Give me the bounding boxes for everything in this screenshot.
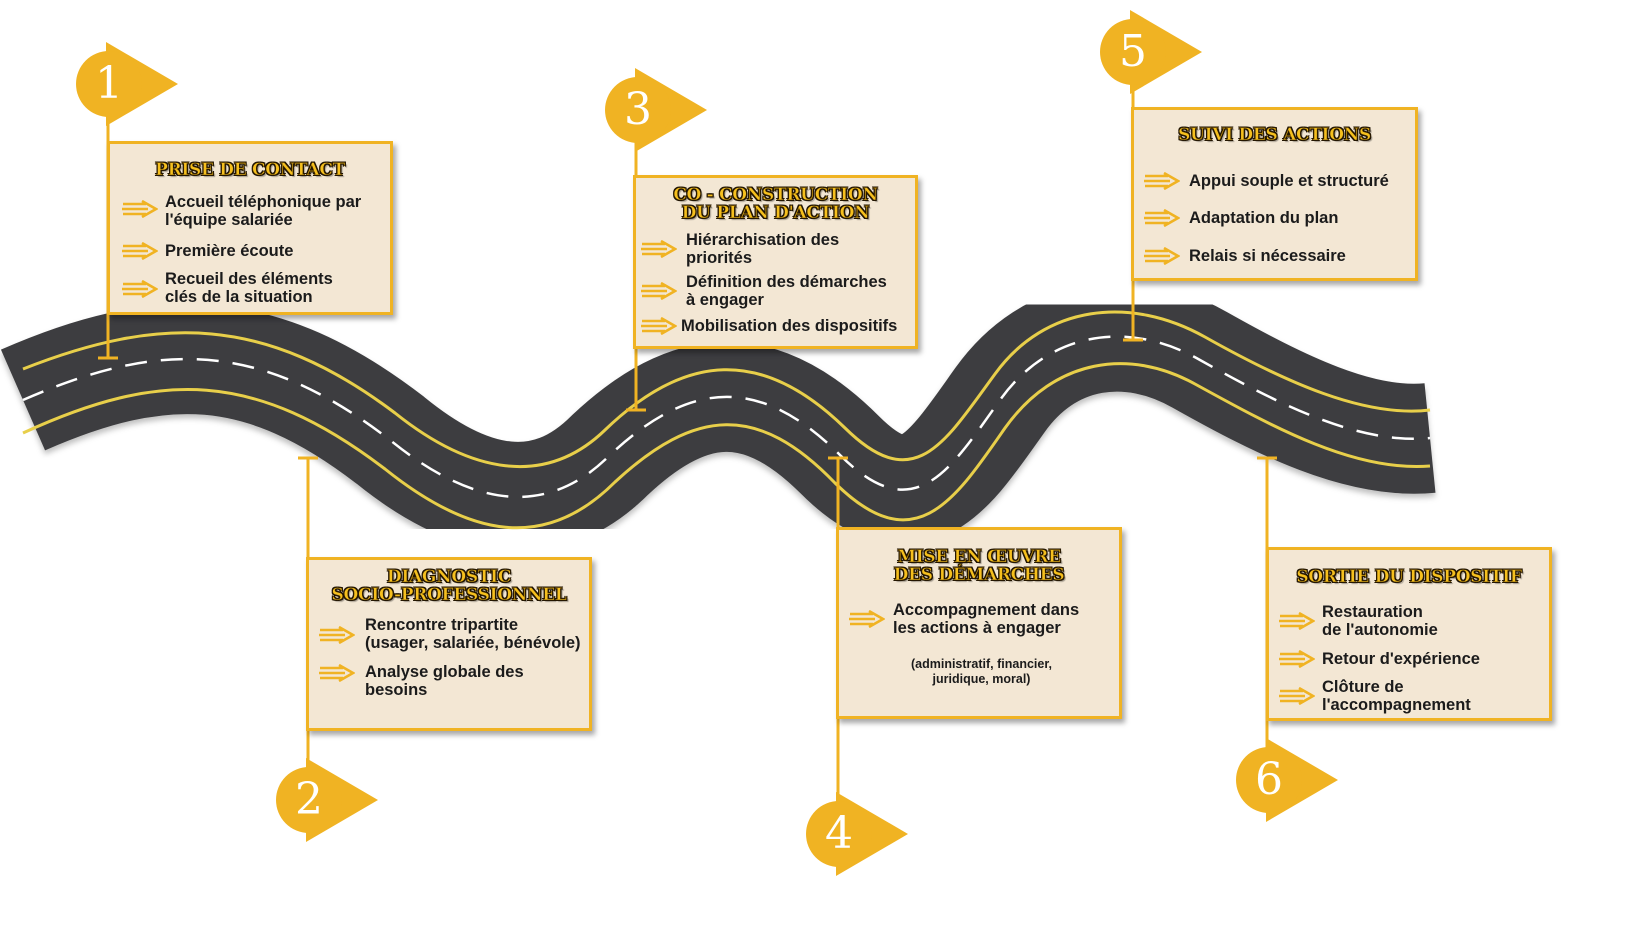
step-1-title: Prise de contact — [155, 160, 346, 180]
step-6-item-2: Retour d'expérience — [1322, 650, 1480, 668]
arrow-right-icon — [122, 200, 158, 218]
step-1-item-1: Accueil téléphonique par l'équipe salari… — [165, 193, 362, 229]
step-2-card: Diagnostic socio-professionnel Rencontre… — [306, 557, 592, 731]
flag-marker-icon — [76, 42, 178, 126]
road-edge-line-bottom — [22, 362, 1431, 530]
step-6-card: Sortie du dispositif Restauration de l'a… — [1266, 547, 1552, 721]
road-center-dashes — [22, 335, 1431, 498]
step-3-item-1: Hiérarchisation des priorités — [686, 231, 840, 267]
arrow-right-icon — [1279, 687, 1315, 705]
step-6-title: Sortie du dispositif — [1296, 567, 1522, 587]
flag-marker-icon — [605, 68, 707, 152]
flag-marker-icon — [276, 758, 378, 842]
step-2-item-1: Rencontre tripartite (usager, salariée, … — [365, 616, 581, 652]
arrow-right-icon — [641, 282, 677, 300]
step-5-number: 5 — [1119, 26, 1147, 77]
arrow-right-icon — [1279, 612, 1315, 630]
arrow-right-icon — [122, 242, 158, 260]
arrow-right-icon — [1144, 247, 1180, 265]
step-6-marker: 6 — [1236, 738, 1346, 838]
arrow-right-icon — [319, 664, 355, 682]
step-3-number: 3 — [624, 84, 652, 135]
step-4-marker: 4 — [806, 792, 916, 892]
step-5-title: Suivi des actions — [1178, 125, 1372, 145]
arrow-right-icon — [1279, 650, 1315, 668]
step-5-card: Suivi des actions Appui souple et struct… — [1131, 107, 1418, 281]
step-2-item-2: Analyse globale des besoins — [365, 663, 524, 699]
step-2-title: Diagnostic socio-professionnel — [331, 567, 567, 605]
step-1-number: 1 — [95, 58, 123, 109]
step-3-title: Co - construction du plan d'action — [673, 185, 878, 223]
step-5-item-3: Relais si nécessaire — [1189, 247, 1346, 265]
arrow-right-icon — [849, 610, 885, 628]
step-5-item-1: Appui souple et structuré — [1189, 172, 1389, 190]
step-6-item-1: Restauration de l'autonomie — [1322, 603, 1438, 639]
step-1-card: Prise de contact Accueil téléphonique pa… — [107, 141, 393, 315]
arrow-right-icon — [641, 317, 677, 335]
arrow-right-icon — [122, 280, 158, 298]
arrow-right-icon — [319, 626, 355, 644]
step-1-marker: 1 — [76, 42, 186, 142]
step-3-card: Co - construction du plan d'action Hiéra… — [633, 175, 918, 349]
step-1-item-2: Première écoute — [165, 242, 294, 260]
road-edge-line-top — [22, 310, 1431, 469]
step-4-title: Mise en œuvre des démarches — [893, 547, 1065, 585]
step-5-item-2: Adaptation du plan — [1189, 209, 1339, 227]
step-1-item-3: Recueil des éléments clés de la situatio… — [165, 270, 333, 306]
step-2-marker: 2 — [276, 758, 386, 858]
step-2-number: 2 — [295, 774, 323, 825]
flag-marker-icon — [1236, 738, 1338, 822]
arrow-right-icon — [641, 240, 677, 258]
flag-marker-icon — [806, 792, 908, 876]
road-surface — [0, 281, 1436, 552]
step-3-marker: 3 — [605, 68, 715, 168]
step-6-number: 6 — [1255, 754, 1283, 805]
arrow-right-icon — [1144, 172, 1180, 190]
step-5-marker: 5 — [1100, 10, 1210, 110]
flag-marker-icon — [1100, 10, 1202, 94]
step-4-number: 4 — [825, 808, 853, 859]
step-4-card: Mise en œuvre des démarches Accompagneme… — [836, 527, 1122, 719]
step-3-item-3: Mobilisation des dispositifs — [681, 317, 898, 335]
arrow-right-icon — [1144, 209, 1180, 227]
step-6-item-3: Clôture de l'accompagnement — [1322, 678, 1471, 714]
step-3-item-2: Définition des démarches à engager — [686, 273, 887, 309]
step-4-item-1: Accompagnement dans les actions à engage… — [893, 601, 1080, 637]
step-4-note: (administratif, financier, juridique, mo… — [910, 657, 1052, 686]
